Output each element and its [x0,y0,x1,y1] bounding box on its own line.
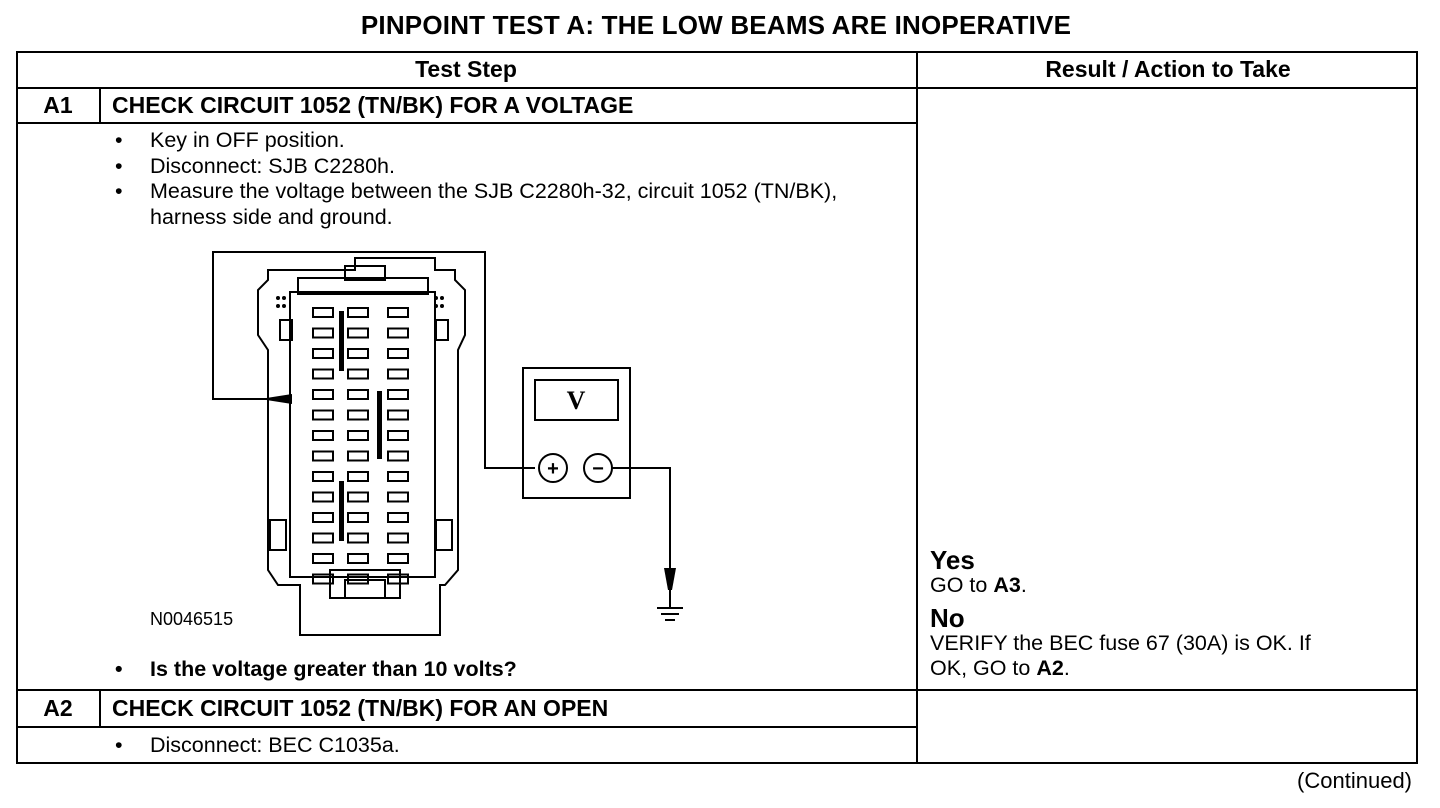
meter-minus: − [592,458,604,480]
connector-pin [312,368,334,380]
connector-pin [387,307,409,318]
no-action-line1: VERIFY the BEC fuse 67 (30A) is OK. If [930,631,1311,655]
connector-pin [347,512,369,523]
connector-pin [347,430,369,441]
connector-pin [387,368,409,380]
connector-key [377,391,382,459]
connector-key [339,481,344,541]
connector-voltmeter-diagram: V + − N0046515 [150,251,683,636]
connector-pin [312,430,334,441]
connector-pin [387,573,409,585]
a1-results: Yes GO to A3. No VERIFY the BEC fuse 67 … [930,545,1311,681]
connector-pin [312,307,334,318]
step-id-a2: A2 [43,695,73,721]
connector-pin [312,491,334,503]
connector-pin [387,512,409,523]
connector-pin [387,450,409,462]
connector-pin [347,389,369,400]
pinpoint-table [16,51,1418,764]
list-item: Disconnect: SJB C2280h. [110,154,900,180]
column-divider [916,51,918,764]
connector-pin [347,553,369,564]
page-title: PINPOINT TEST A: THE LOW BEAMS ARE INOPE… [360,10,1072,40]
connector-pin [312,327,334,339]
connector-key [339,311,344,371]
connector-pin [347,573,369,585]
connector-pin [347,409,369,421]
list-item: Measure the voltage between the SJB C228… [110,179,870,230]
connector-pin [347,327,369,339]
connector-pin [387,491,409,503]
connector-pin [387,389,409,400]
connector-pin [347,532,369,544]
meter-plus: + [547,458,559,480]
header-test-step: Test Step [415,56,517,82]
a2-bullet-list: Disconnect: BEC C1035a. [110,733,900,759]
yes-label: Yes [930,545,975,575]
connector-pin [312,532,334,544]
connector-pin [347,368,369,380]
connector-pin [312,471,334,482]
no-target[interactable]: A2 [1036,656,1064,680]
list-item: Disconnect: BEC C1035a. [110,733,900,759]
yes-target[interactable]: A3 [993,573,1021,597]
connector-pin [312,512,334,523]
connector-pin [312,573,334,585]
a1-bullet-list: Key in OFF position. Disconnect: SJB C22… [110,128,900,230]
connector-pin [347,450,369,462]
step-heading-a2: CHECK CIRCUIT 1052 (TN/BK) FOR AN OPEN [112,695,609,721]
meter-label: V [567,386,586,415]
no-label: No [930,603,965,633]
yes-action: GO to A3. [930,573,1027,597]
step-heading-a1: CHECK CIRCUIT 1052 (TN/BK) FOR A VOLTAGE [112,92,634,118]
connector-pin [347,307,369,318]
connector-pin [347,491,369,503]
connector-pin [312,348,334,359]
connector-pin [387,471,409,482]
connector-pin [347,471,369,482]
no-action-line2: OK, GO to A2. [930,656,1070,680]
connector-pin [312,450,334,462]
connector-pin [347,348,369,359]
header-result-action: Result / Action to Take [1045,56,1291,82]
connector-pin [387,553,409,564]
figure-id: N0046515 [150,609,233,629]
step-id-a1: A1 [43,92,73,118]
a1-question: Is the voltage greater than 10 volts? [110,657,900,683]
list-item: Key in OFF position. [110,128,900,154]
connector-pin [387,409,409,421]
connector-pin [387,348,409,359]
connector-pin [312,409,334,421]
connector-pin [312,389,334,400]
connector-pin [387,532,409,544]
continued-label: (Continued) [1297,768,1412,793]
connector-pin [387,327,409,339]
list-item: Is the voltage greater than 10 volts? [110,657,900,683]
connector-pin [312,553,334,564]
connector-pin [387,430,409,441]
